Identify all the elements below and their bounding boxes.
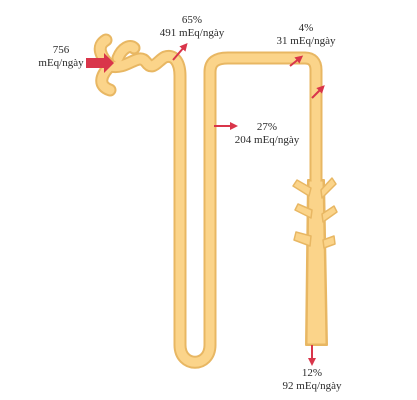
arrows bbox=[86, 42, 325, 366]
proximal-percent: 65% bbox=[181, 14, 203, 26]
collecting-duct-branches bbox=[292, 177, 338, 249]
distal-percent: 4% bbox=[298, 22, 314, 34]
distal-value: 31 mEq/ngày bbox=[276, 35, 336, 47]
distal-label: 4% 31 mEq/ngày bbox=[268, 22, 344, 48]
excreted-value: 92 mEq/ngày bbox=[282, 380, 342, 392]
distal-reabsorption-arrow-top bbox=[289, 55, 304, 67]
proximal-reabsorption-arrow bbox=[172, 42, 188, 61]
nephron-tubule bbox=[93, 33, 338, 369]
filtered-load-arrow bbox=[86, 53, 114, 73]
filtered-load-amount: 756 bbox=[52, 44, 70, 56]
filtered-load-label: 756 mEq/ngày bbox=[30, 44, 92, 70]
excreted-percent: 12% bbox=[301, 367, 323, 379]
proximal-label: 65% 491 mEq/ngày bbox=[150, 14, 234, 40]
proximal-value: 491 mEq/ngày bbox=[159, 27, 225, 39]
distal-reabsorption-arrow-side bbox=[311, 85, 325, 99]
filtered-load-unit: mEq/ngày bbox=[38, 57, 84, 69]
thick-ascending-percent: 27% bbox=[256, 121, 278, 133]
excreted-label: 12% 92 mEq/ngày bbox=[270, 367, 354, 393]
thick-ascending-label: 27% 204 mEq/ngày bbox=[224, 121, 310, 147]
thick-ascending-value: 204 mEq/ngày bbox=[234, 134, 300, 146]
